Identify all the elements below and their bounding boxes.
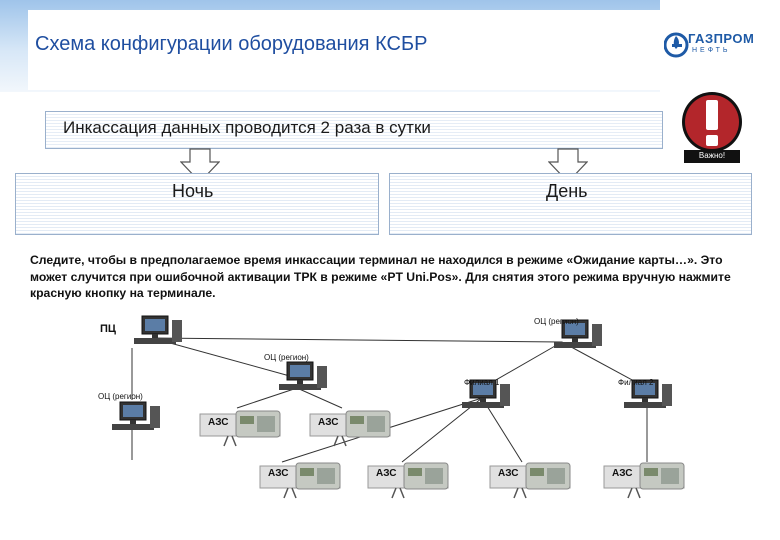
pc-computer-icon — [133, 315, 183, 345]
day-label: День — [546, 181, 588, 201]
gazprom-logo — [664, 32, 689, 58]
night-label: Ночь — [172, 181, 214, 201]
warning-icon — [682, 92, 742, 163]
branch2-label: Филиал 2 — [618, 378, 654, 387]
station-label: АЗС — [268, 468, 288, 479]
station-label: АЗС — [498, 468, 518, 479]
logo-subtext: НЕФТЬ — [692, 47, 731, 54]
day-box — [389, 173, 752, 235]
station-label: АЗС — [612, 468, 632, 479]
oc-region-mid-computer-icon — [278, 361, 328, 391]
station-label: АЗС — [208, 417, 228, 428]
network-links — [131, 337, 648, 463]
logo-text: ГАЗПРОМ — [688, 31, 755, 46]
oc-region-left-label: ОЦ (регион) — [98, 392, 143, 401]
down-arrow-icon — [180, 148, 220, 183]
info-text: Инкассация данных проводится 2 раза в су… — [63, 118, 431, 137]
warning-caption: Важно! — [698, 151, 726, 160]
info-box — [45, 111, 663, 149]
branch1-label: Филиал 1 — [464, 378, 500, 387]
network-diagram: ПЦ ОЦ (регион) ОЦ (регион) ОЦ (регион) Ф… — [98, 315, 685, 499]
pc-label: ПЦ — [100, 323, 116, 335]
night-box — [15, 173, 379, 235]
down-arrow-icon — [548, 148, 588, 183]
warning-note: Следите, чтобы в предполагаемое время ин… — [30, 253, 731, 300]
page-title: Схема конфигурации оборудования КСБР — [35, 33, 428, 55]
station-label: АЗС — [376, 468, 396, 479]
oc-region-mid-label: ОЦ (регион) — [264, 353, 309, 362]
oc-region-left-computer-icon — [111, 401, 161, 431]
header-panel — [28, 10, 660, 90]
station-label: АЗС — [318, 417, 338, 428]
oc-region-top-label: ОЦ (регион) — [534, 317, 579, 326]
